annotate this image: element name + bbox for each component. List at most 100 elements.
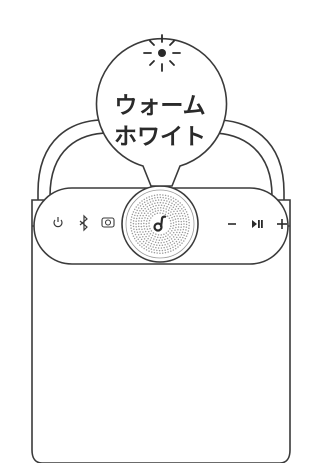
grille-dot — [135, 217, 138, 220]
grille-dot — [148, 219, 151, 222]
grille-dot — [148, 222, 150, 224]
grille-dot — [135, 226, 137, 228]
grille-dot — [149, 227, 151, 230]
grille-dot — [171, 240, 174, 242]
grille-dot — [144, 242, 147, 244]
grille-dot — [141, 246, 143, 248]
grille-dot — [145, 249, 148, 251]
grille-dot — [167, 248, 169, 251]
grille-dot — [186, 213, 189, 216]
soundcore-button[interactable] — [121, 185, 199, 263]
grille-dot — [143, 201, 146, 203]
grille-dot — [149, 232, 152, 235]
bluetooth-button[interactable] — [79, 214, 88, 232]
grille-dot — [163, 199, 165, 202]
grille-dot — [177, 217, 179, 220]
grille-dot — [157, 207, 159, 209]
grille-dot — [153, 194, 156, 197]
grille-dot — [181, 204, 183, 206]
grille-dot — [179, 202, 181, 204]
grille-dot — [152, 232, 155, 234]
grille-dot — [146, 233, 148, 235]
grille-dot — [143, 212, 146, 214]
grille-dot — [162, 202, 164, 204]
grille-dot — [132, 225, 135, 228]
grille-dot — [188, 219, 190, 221]
grille-dot — [187, 216, 190, 218]
grille-dot — [177, 207, 180, 210]
grille-dot — [150, 230, 153, 232]
power-button[interactable] — [53, 217, 63, 228]
grille-dot — [156, 244, 158, 246]
grille-dot — [149, 239, 152, 241]
grille-dot — [130, 216, 133, 218]
grille-dot — [150, 213, 152, 215]
grille-dot — [180, 220, 183, 223]
grille-dot — [184, 237, 187, 240]
grille-dot — [135, 206, 137, 208]
grille-dot — [151, 208, 154, 211]
grille-dot — [172, 200, 175, 202]
grille-dot — [150, 251, 153, 253]
grille-dot — [157, 247, 160, 249]
grille-dot — [183, 223, 185, 225]
grille-dot — [147, 230, 150, 233]
grille-dot — [173, 242, 176, 244]
grille-dot — [136, 236, 138, 238]
light-button[interactable] — [101, 217, 115, 228]
grille-dot — [162, 212, 164, 215]
grille-dot — [180, 223, 183, 226]
play-pause-icon — [252, 220, 263, 228]
grille-dot — [165, 208, 167, 210]
grille-dot — [175, 226, 177, 229]
grille-dot — [157, 199, 160, 201]
grille-dot — [148, 204, 151, 207]
grille-dot — [160, 209, 162, 212]
grille-dot — [154, 197, 156, 199]
callout-label-line2: ホワイト — [114, 124, 206, 150]
grille-dot — [156, 201, 159, 204]
grille-dot — [171, 216, 173, 219]
grille-dot — [165, 235, 167, 238]
play-pause-button[interactable] — [252, 220, 263, 228]
grille-dot — [142, 231, 144, 233]
grille-dot — [159, 252, 161, 254]
grille-dot — [152, 240, 154, 243]
grille-dot — [179, 244, 181, 246]
grille-dot — [147, 237, 149, 240]
volume-up-button[interactable] — [277, 219, 287, 229]
grille-dot — [181, 242, 183, 244]
grille-dot — [161, 249, 164, 252]
grille-dot — [138, 228, 140, 230]
grille-dot — [166, 237, 169, 240]
grille-dot — [171, 244, 173, 246]
grille-dot — [156, 236, 159, 239]
grille-dot — [151, 215, 154, 217]
grille-dot — [155, 199, 157, 202]
grille-dot — [132, 211, 135, 213]
grille-dot — [143, 233, 146, 236]
grille-dot — [183, 234, 185, 236]
grille-dot — [155, 239, 158, 241]
grille-dot — [172, 231, 175, 234]
grille-dot — [154, 207, 156, 210]
grille-dot — [147, 208, 150, 210]
grille-dot — [164, 213, 167, 216]
grille-dot — [168, 245, 171, 247]
grille-dot — [139, 214, 142, 217]
callout-label-line1: ウォーム — [114, 93, 206, 119]
grille-dot — [173, 204, 176, 206]
grille-dot — [172, 213, 174, 215]
grille-dot — [158, 249, 161, 252]
grille-dot — [159, 236, 162, 239]
grille-dot — [148, 215, 150, 217]
grille-dot — [183, 226, 185, 228]
grille-dot — [172, 219, 174, 221]
grille-dot — [150, 242, 153, 245]
grille-dot — [174, 234, 177, 236]
grille-dot — [170, 211, 172, 213]
grille-dot — [169, 247, 172, 250]
grille-dot — [134, 233, 137, 236]
grille-dot — [180, 234, 183, 236]
grille-dot — [130, 227, 132, 229]
